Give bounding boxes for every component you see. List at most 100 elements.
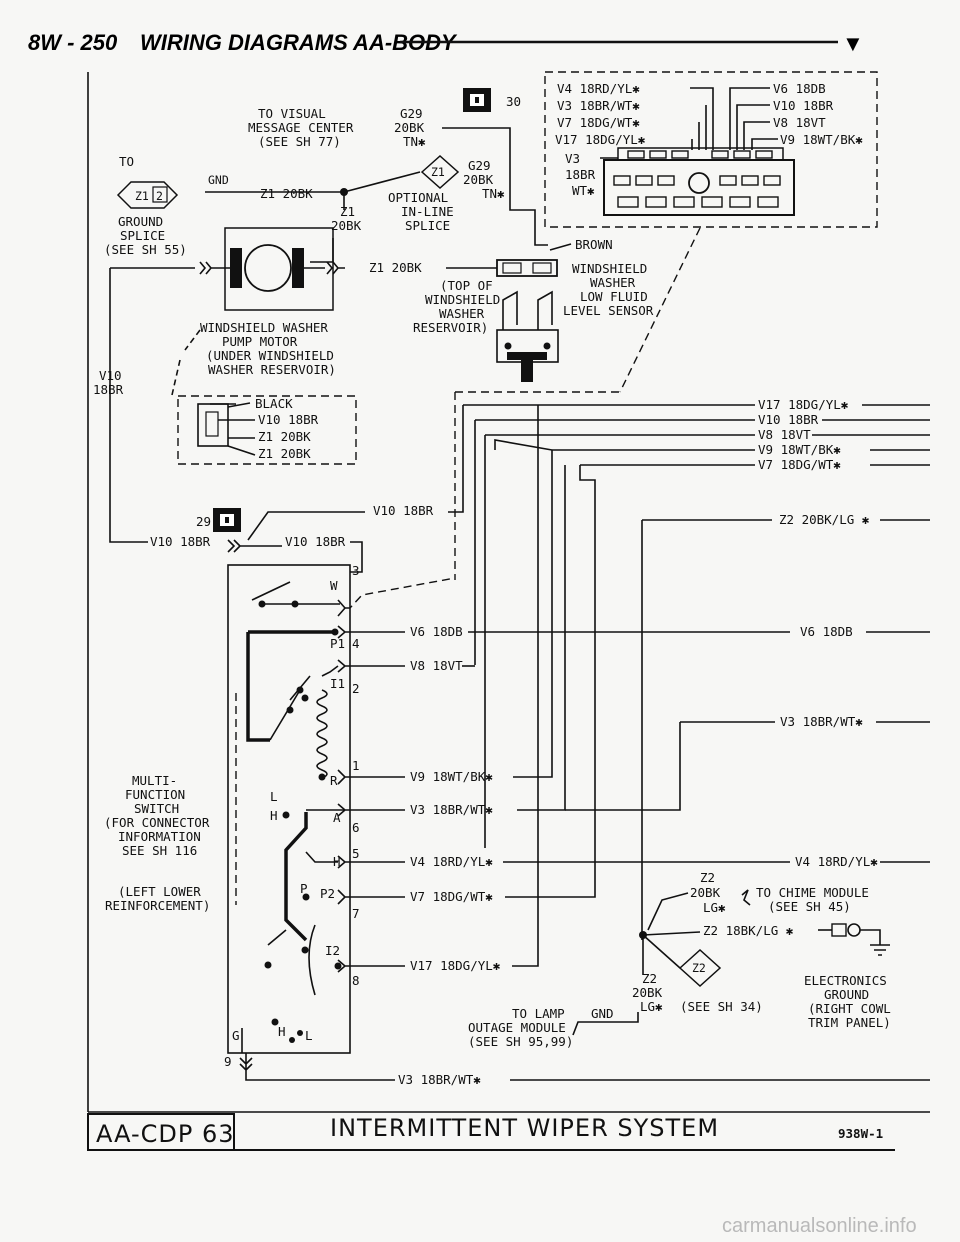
sensor-top1: (TOP OF xyxy=(440,278,493,293)
chime-lg: LG✱ xyxy=(703,900,726,915)
z2-route xyxy=(641,519,930,940)
conn-latch xyxy=(688,172,710,194)
lamp-line1: TO LAMP xyxy=(512,1006,565,1021)
ground-connector-icon xyxy=(831,923,847,937)
r-dot xyxy=(318,773,326,781)
watermark: carmanualsonline.info xyxy=(722,1215,917,1237)
resistor-icon xyxy=(316,689,328,779)
v3-right-route xyxy=(565,721,930,811)
letter-P1: P1 xyxy=(330,636,345,651)
pin-5: 5 xyxy=(352,846,360,861)
msg-tn: TN✱ xyxy=(403,134,426,149)
sw-wire-v4: V4 18RD/YL✱ xyxy=(410,854,493,869)
msg-20bk: 20BK xyxy=(394,120,425,135)
letter-P: P xyxy=(300,881,308,896)
pc-row1: V10 18BR xyxy=(258,412,319,427)
chime-tag: Z2 xyxy=(692,961,706,975)
lamp-gnd: GND xyxy=(591,1006,614,1021)
chime-see: (SEE SH 45) xyxy=(768,899,851,914)
pump-connector-icon xyxy=(197,403,229,447)
lever-dot xyxy=(296,686,304,694)
sw-label-1: MULTI- xyxy=(132,773,177,788)
right-v3: V3 18BR/WT✱ xyxy=(780,714,863,729)
footer-code: AA-CDP 63 xyxy=(96,1120,235,1148)
eg-bk: 20BK xyxy=(632,985,663,1000)
sensor-bar xyxy=(507,352,547,360)
pin-7: 7 xyxy=(352,906,360,921)
bus-wires xyxy=(463,404,755,466)
pin5-wire xyxy=(337,855,405,869)
pump-right-wire xyxy=(304,261,345,275)
eg-z2: Z2 xyxy=(642,971,657,986)
black-leader xyxy=(210,402,251,408)
footer-ref: 938W-1 xyxy=(838,1126,883,1141)
is-leader xyxy=(343,171,421,193)
pump-br: 18BR xyxy=(93,382,124,397)
switch-blade xyxy=(284,812,308,942)
sensor-dot1 xyxy=(504,342,512,350)
bus-verticals-a xyxy=(462,405,553,848)
conn-pin-cavities xyxy=(613,150,781,208)
chime-z2: Z2 xyxy=(700,870,715,885)
is-optional: OPTIONAL xyxy=(388,190,448,205)
bus-3: V8 18VT xyxy=(758,427,811,442)
eg-see: (SEE SH 34) xyxy=(680,999,763,1014)
sw-note-1: (LEFT LOWER xyxy=(118,884,201,899)
pc-black: BLACK xyxy=(255,396,293,411)
pump-line1: WINDSHIELD WASHER xyxy=(200,320,328,335)
letter-G: G xyxy=(232,1028,240,1043)
lamp-line3: (SEE SH 95,99) xyxy=(468,1034,573,1049)
lever-dot2 xyxy=(301,694,309,702)
top-right-leaders xyxy=(729,87,778,150)
i1-link xyxy=(321,665,339,677)
conn-18br: 18BR xyxy=(565,167,596,182)
gs-to: TO xyxy=(119,154,134,169)
sw-label-2: FUNCTION xyxy=(125,787,185,802)
h3-dot xyxy=(289,1037,295,1043)
sw-note-2: REINFORCEMENT) xyxy=(105,898,210,913)
pump-left-wire xyxy=(110,261,230,275)
sw-wire-v8: V8 18VT xyxy=(410,658,463,673)
chime-leader xyxy=(647,892,689,931)
letter-I1: I1 xyxy=(330,676,345,691)
v9-route xyxy=(513,450,553,778)
z2-tag xyxy=(678,948,722,988)
pin4-wire xyxy=(337,625,405,639)
switch-arc xyxy=(267,924,316,996)
is-to-pump xyxy=(310,238,334,263)
letter-L2: L xyxy=(305,1028,313,1043)
bus-2: V10 18BR xyxy=(758,412,819,427)
bottom-wire: V3 18BR/WT✱ xyxy=(398,1072,481,1087)
pin3-arrow xyxy=(337,599,346,617)
v3-route xyxy=(517,465,566,811)
pump-connector-box xyxy=(177,395,357,465)
pin-2: 2 xyxy=(352,681,360,696)
msg-line2: MESSAGE CENTER xyxy=(248,120,354,135)
footer-title: INTERMITTENT WIPER SYSTEM xyxy=(330,1114,719,1142)
brown-leader xyxy=(549,243,572,251)
ground-symbol-icon xyxy=(860,929,890,956)
footer-code-box xyxy=(87,1113,235,1151)
msg-g29: G29 xyxy=(400,106,423,121)
is-g29: G29 xyxy=(468,158,491,173)
conn-right-3: V8 18VT xyxy=(773,115,826,130)
eg-line2: GROUND xyxy=(824,987,869,1002)
pump-motor-icon xyxy=(244,244,292,292)
is-bk: 20BK xyxy=(463,172,494,187)
right-v4: V4 18RD/YL✱ xyxy=(795,854,878,869)
top-connector-box xyxy=(544,71,878,228)
chime-arrow xyxy=(741,889,751,906)
i2-dot2 xyxy=(301,946,309,954)
v17-route xyxy=(512,405,539,967)
v10-left-wire xyxy=(109,268,148,543)
pin-3: 3 xyxy=(352,563,360,578)
conn-right-2: V10 18BR xyxy=(773,98,834,113)
sensor-brown: BROWN xyxy=(575,237,613,252)
conn-row-4: V17 18DG/YL✱ xyxy=(555,132,646,147)
pump-connector-icon-inner xyxy=(205,411,219,437)
conn-wt: WT✱ xyxy=(572,183,595,198)
pin2-wire xyxy=(337,659,405,673)
h-dot xyxy=(282,811,290,819)
gs-line1: GROUND xyxy=(118,214,163,229)
